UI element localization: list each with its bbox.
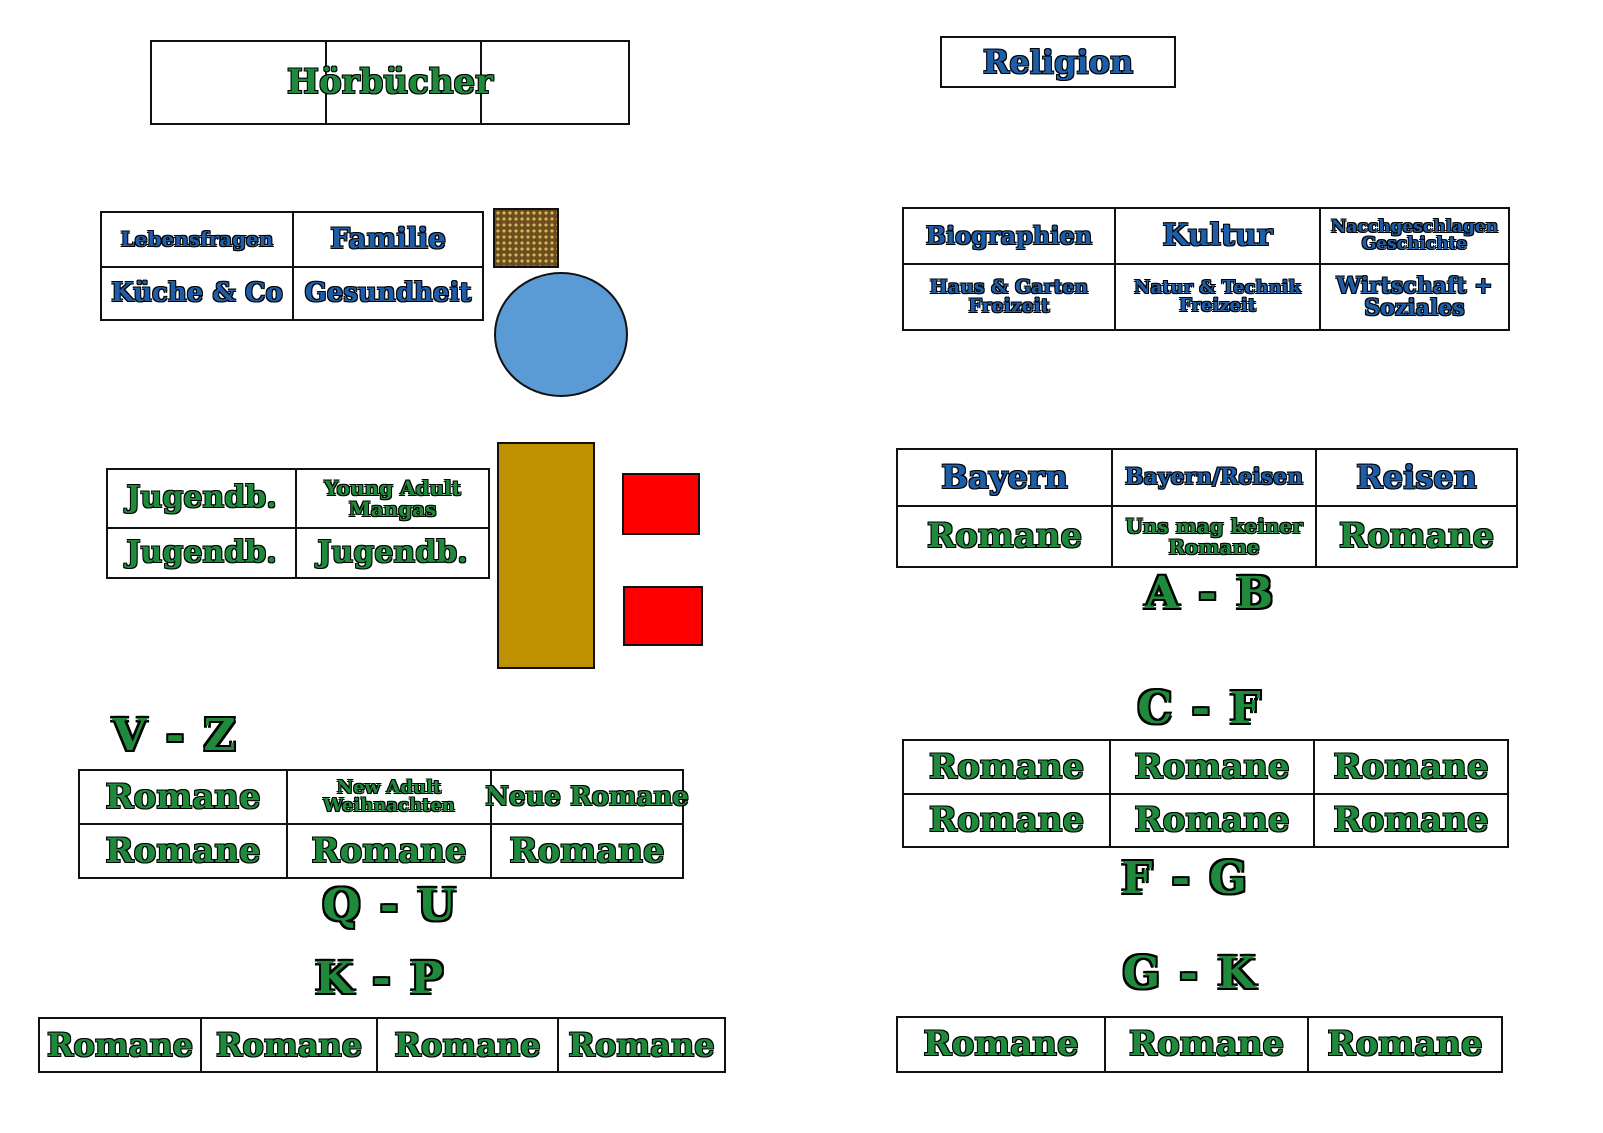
divider — [325, 42, 327, 123]
shelf-label: Haus & Garten Freizeit — [929, 275, 1089, 317]
divider — [1313, 741, 1315, 846]
shelf-label: Romane — [1134, 800, 1290, 841]
texture-square — [493, 208, 559, 268]
divider — [108, 527, 488, 529]
shelf-label: Romane — [1134, 746, 1290, 787]
shelf-label: Natur & Technik Freizeit — [1133, 276, 1301, 316]
round-table — [494, 272, 628, 397]
shelf-label: New Adult Weihnachten — [323, 776, 455, 816]
shelf-label: Biographien — [925, 220, 1093, 250]
divider — [490, 771, 492, 877]
range-a-b: A - B — [1144, 568, 1276, 619]
hoerbuecher-shelf: Hörbücher — [150, 40, 630, 125]
divider — [904, 793, 1507, 795]
shelf-label: Romane — [928, 800, 1085, 841]
shelf-label: Jugendb. — [126, 534, 277, 570]
shelf-label: Uns mag keiner Romane — [1125, 514, 1303, 559]
range-f-g: F - G — [1121, 853, 1249, 904]
divider — [1319, 209, 1321, 329]
shelf-label: Romane — [509, 830, 665, 871]
religion-label: Religion — [982, 42, 1134, 81]
shelf-label: Romane — [1333, 800, 1489, 841]
religion-shelf: Religion — [940, 36, 1176, 88]
shelf-label: Reisen — [1356, 458, 1477, 497]
shelf-label: Romane — [105, 776, 261, 817]
divider — [200, 1019, 202, 1071]
shelf-label: Familie — [330, 222, 446, 256]
cf-shelf: Romane Romane Romane Romane Romane Roman… — [902, 739, 1509, 848]
divider — [1111, 450, 1113, 566]
shelf-label: Romane — [926, 516, 1083, 557]
divider — [480, 42, 482, 123]
range-q-u: Q - U — [322, 880, 458, 931]
divider — [1104, 1018, 1106, 1071]
shelf-label: Romane — [923, 1024, 1079, 1065]
divider — [292, 213, 294, 319]
tall-shelf — [497, 442, 595, 669]
shelf-label: Romane — [928, 746, 1085, 787]
range-v-z: V - Z — [112, 710, 238, 761]
divider — [557, 1019, 559, 1071]
red-block-top — [622, 473, 700, 535]
divider — [376, 1019, 378, 1071]
divider — [286, 771, 288, 877]
shelf-label: Nacchgeschlagen Geschichte — [1330, 216, 1499, 254]
divider — [80, 823, 682, 825]
shelf-label: Young Adult Mangas — [324, 476, 461, 521]
jugend-shelf: Jugendb. Young Adult Mangas Jugendb. Jug… — [106, 468, 490, 579]
divider — [1114, 209, 1116, 329]
vz-shelf: Romane New Adult Weihnachten Neue Romane… — [78, 769, 689, 879]
shelf-label: Romane — [46, 1025, 194, 1064]
divider — [1307, 1018, 1309, 1071]
shelf-label: Romane — [394, 1025, 541, 1064]
divider — [898, 505, 1516, 507]
shelf-label: Romane — [215, 1025, 363, 1064]
red-block-bottom — [623, 586, 703, 646]
kp-shelf: Romane Romane Romane Romane — [38, 1017, 726, 1073]
bayern-shelf: Bayern Bayern/Reisen Reisen Romane Uns m… — [896, 448, 1518, 568]
divider — [904, 263, 1508, 265]
divider — [1315, 450, 1317, 566]
shelf-label: Romane — [1338, 516, 1495, 557]
shelf-label: Lebensfragen — [120, 227, 274, 252]
hoerbuecher-label: Hörbücher — [286, 62, 494, 103]
shelf-label: Romane — [311, 830, 467, 871]
shelf-label: Küche & Co — [111, 278, 283, 309]
gk-shelf: Romane Romane Romane — [896, 1016, 1503, 1073]
shelf-label: Neue Romane — [485, 781, 689, 812]
shelf-label: Wirtschaft + Soziales — [1336, 272, 1493, 321]
shelf-label: Kultur — [1162, 217, 1273, 253]
divider — [295, 470, 297, 577]
lifestyle-shelf: Lebensfragen Familie Küche & Co Gesundhe… — [100, 211, 484, 321]
shelf-label: Bayern/Reisen — [1124, 464, 1304, 491]
shelf-label: Romane — [1128, 1024, 1285, 1065]
range-k-p: K - P — [314, 953, 446, 1004]
shelf-label: Jugendb. — [317, 534, 468, 570]
shelf-label: Romane — [568, 1025, 715, 1064]
shelf-label: Romane — [105, 830, 261, 871]
shelf-label: Romane — [1327, 1024, 1483, 1065]
divider — [1109, 741, 1111, 846]
shelf-label: Romane — [1333, 746, 1489, 787]
sachbuch-shelf: Biographien Kultur Nacchgeschlagen Gesch… — [902, 207, 1510, 331]
shelf-label: Gesundheit — [304, 278, 472, 309]
range-c-f: C - F — [1137, 683, 1263, 734]
shelf-label: Bayern — [941, 458, 1068, 497]
shelf-label: Jugendb. — [126, 480, 277, 516]
range-g-k: G - K — [1122, 948, 1258, 999]
